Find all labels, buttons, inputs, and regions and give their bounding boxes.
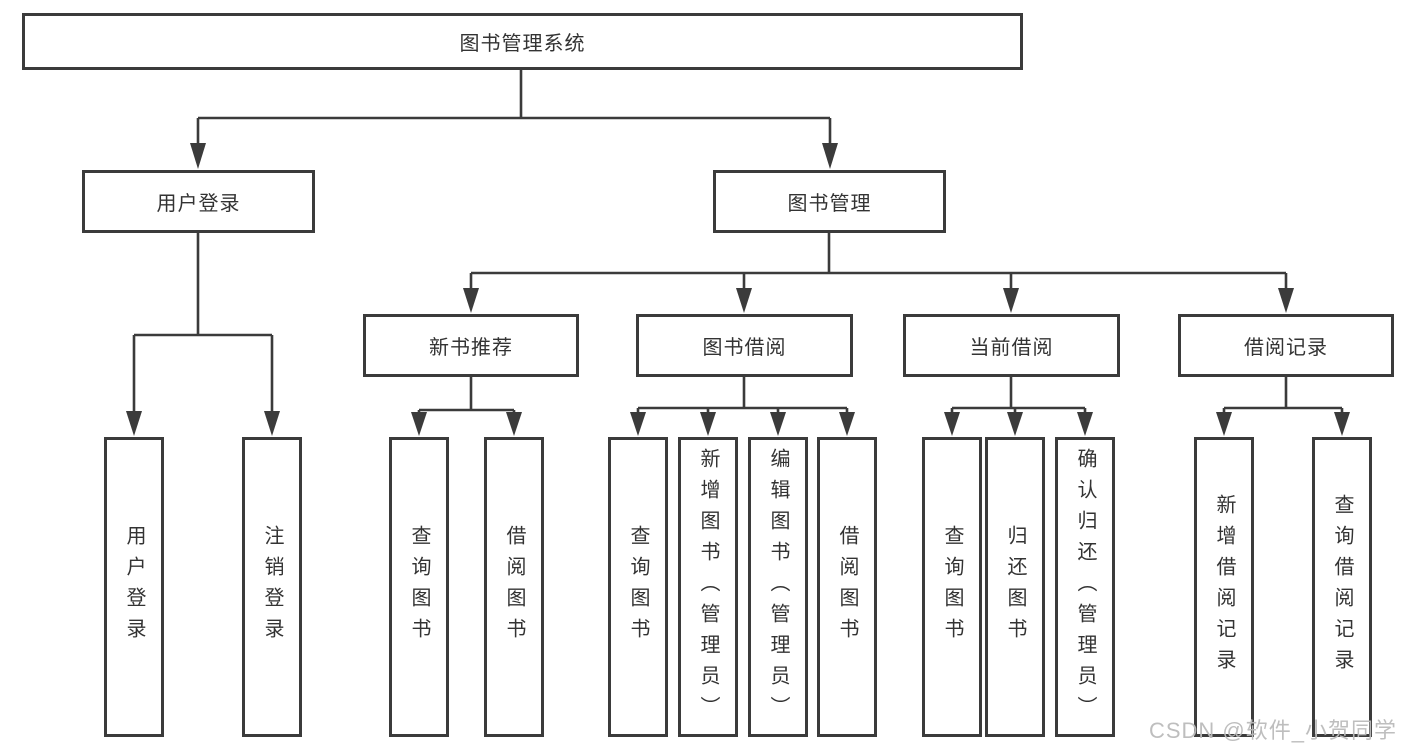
- connector-lines: [132, 68, 1344, 415]
- node-root-system: 图书管理系统: [22, 13, 1023, 70]
- leaf-logout: 注销登录: [242, 437, 302, 737]
- node-label: 编辑图书（管理员）: [767, 447, 789, 727]
- node-label: 新增借阅记录: [1213, 494, 1235, 680]
- arrowhead: [770, 412, 786, 436]
- node-label: 查询图书: [627, 525, 649, 649]
- arrowhead: [700, 412, 716, 436]
- connector-arrowheads: [126, 143, 1350, 436]
- arrowhead: [839, 412, 855, 436]
- connector-current-borrow-to-leaves: [950, 375, 1087, 415]
- arrowhead: [1334, 412, 1350, 436]
- arrowhead: [264, 411, 280, 436]
- node-book-management: 图书管理: [713, 170, 946, 233]
- node-label: 借阅图书: [503, 525, 525, 649]
- node-user-login: 用户登录: [82, 170, 315, 233]
- leaf-confirm-return-admin: 确认归还（管理员）: [1055, 437, 1115, 737]
- leaf-return-books: 归还图书: [985, 437, 1045, 737]
- leaf-borrow-books: 借阅图书: [484, 437, 544, 737]
- leaf-borrow-books: 借阅图书: [817, 437, 877, 737]
- node-book-borrowing: 图书借阅: [636, 314, 853, 377]
- node-label: 新增图书（管理员）: [697, 447, 719, 727]
- node-label: 确认归还（管理员）: [1074, 447, 1096, 727]
- arrowhead: [506, 412, 522, 436]
- leaf-query-books: 查询图书: [922, 437, 982, 737]
- arrowhead: [1077, 412, 1093, 436]
- node-label: 用户登录: [123, 525, 145, 649]
- arrowhead: [1007, 412, 1023, 436]
- node-label: 查询图书: [408, 525, 430, 649]
- node-label: 注销登录: [261, 525, 283, 649]
- node-label: 当前借阅: [969, 337, 1054, 359]
- node-current-borrowing: 当前借阅: [903, 314, 1120, 377]
- connector-root-to-level1: [196, 68, 832, 146]
- leaf-query-borrow-record: 查询借阅记录: [1312, 437, 1372, 737]
- arrowhead: [126, 411, 142, 436]
- arrowhead: [736, 288, 752, 313]
- connector-borrow-records-to-leaves: [1222, 375, 1344, 415]
- arrowhead: [1216, 412, 1232, 436]
- node-label: 图书管理系统: [459, 33, 586, 55]
- node-label: 借阅记录: [1244, 337, 1328, 359]
- connector-new-book-rec-to-leaves: [417, 375, 516, 415]
- arrowhead: [630, 412, 646, 436]
- connector-book-borrow-to-leaves: [636, 375, 849, 415]
- node-label: 用户登录: [156, 193, 241, 215]
- csdn-watermark: CSDN @软件_小贺同学: [1148, 718, 1397, 743]
- arrowhead: [411, 412, 427, 436]
- node-label: 查询图书: [941, 525, 963, 649]
- node-label: 查询借阅记录: [1331, 494, 1353, 680]
- arrowhead: [190, 143, 206, 169]
- leaf-add-books-admin: 新增图书（管理员）: [678, 437, 738, 737]
- leaf-edit-books-admin: 编辑图书（管理员）: [748, 437, 808, 737]
- node-label: 借阅图书: [836, 525, 858, 649]
- node-label: 归还图书: [1004, 525, 1026, 649]
- node-label: 新书推荐: [429, 337, 513, 359]
- arrowhead: [944, 412, 960, 436]
- node-borrow-records: 借阅记录: [1178, 314, 1394, 377]
- arrowhead: [1003, 288, 1019, 313]
- leaf-add-borrow-record: 新增借阅记录: [1194, 437, 1254, 737]
- node-label: 图书借阅: [702, 337, 787, 359]
- arrowhead: [1278, 288, 1294, 313]
- node-label: 图书管理: [787, 193, 872, 215]
- arrowhead: [463, 288, 479, 313]
- connector-user-login-to-leaves: [132, 231, 274, 414]
- connector-book-mgmt-to-level2: [469, 231, 1288, 290]
- leaf-query-books: 查询图书: [608, 437, 668, 737]
- node-new-book-recommend: 新书推荐: [363, 314, 579, 377]
- leaf-user-login: 用户登录: [104, 437, 164, 737]
- leaf-query-books: 查询图书: [389, 437, 449, 737]
- arrowhead: [822, 143, 838, 169]
